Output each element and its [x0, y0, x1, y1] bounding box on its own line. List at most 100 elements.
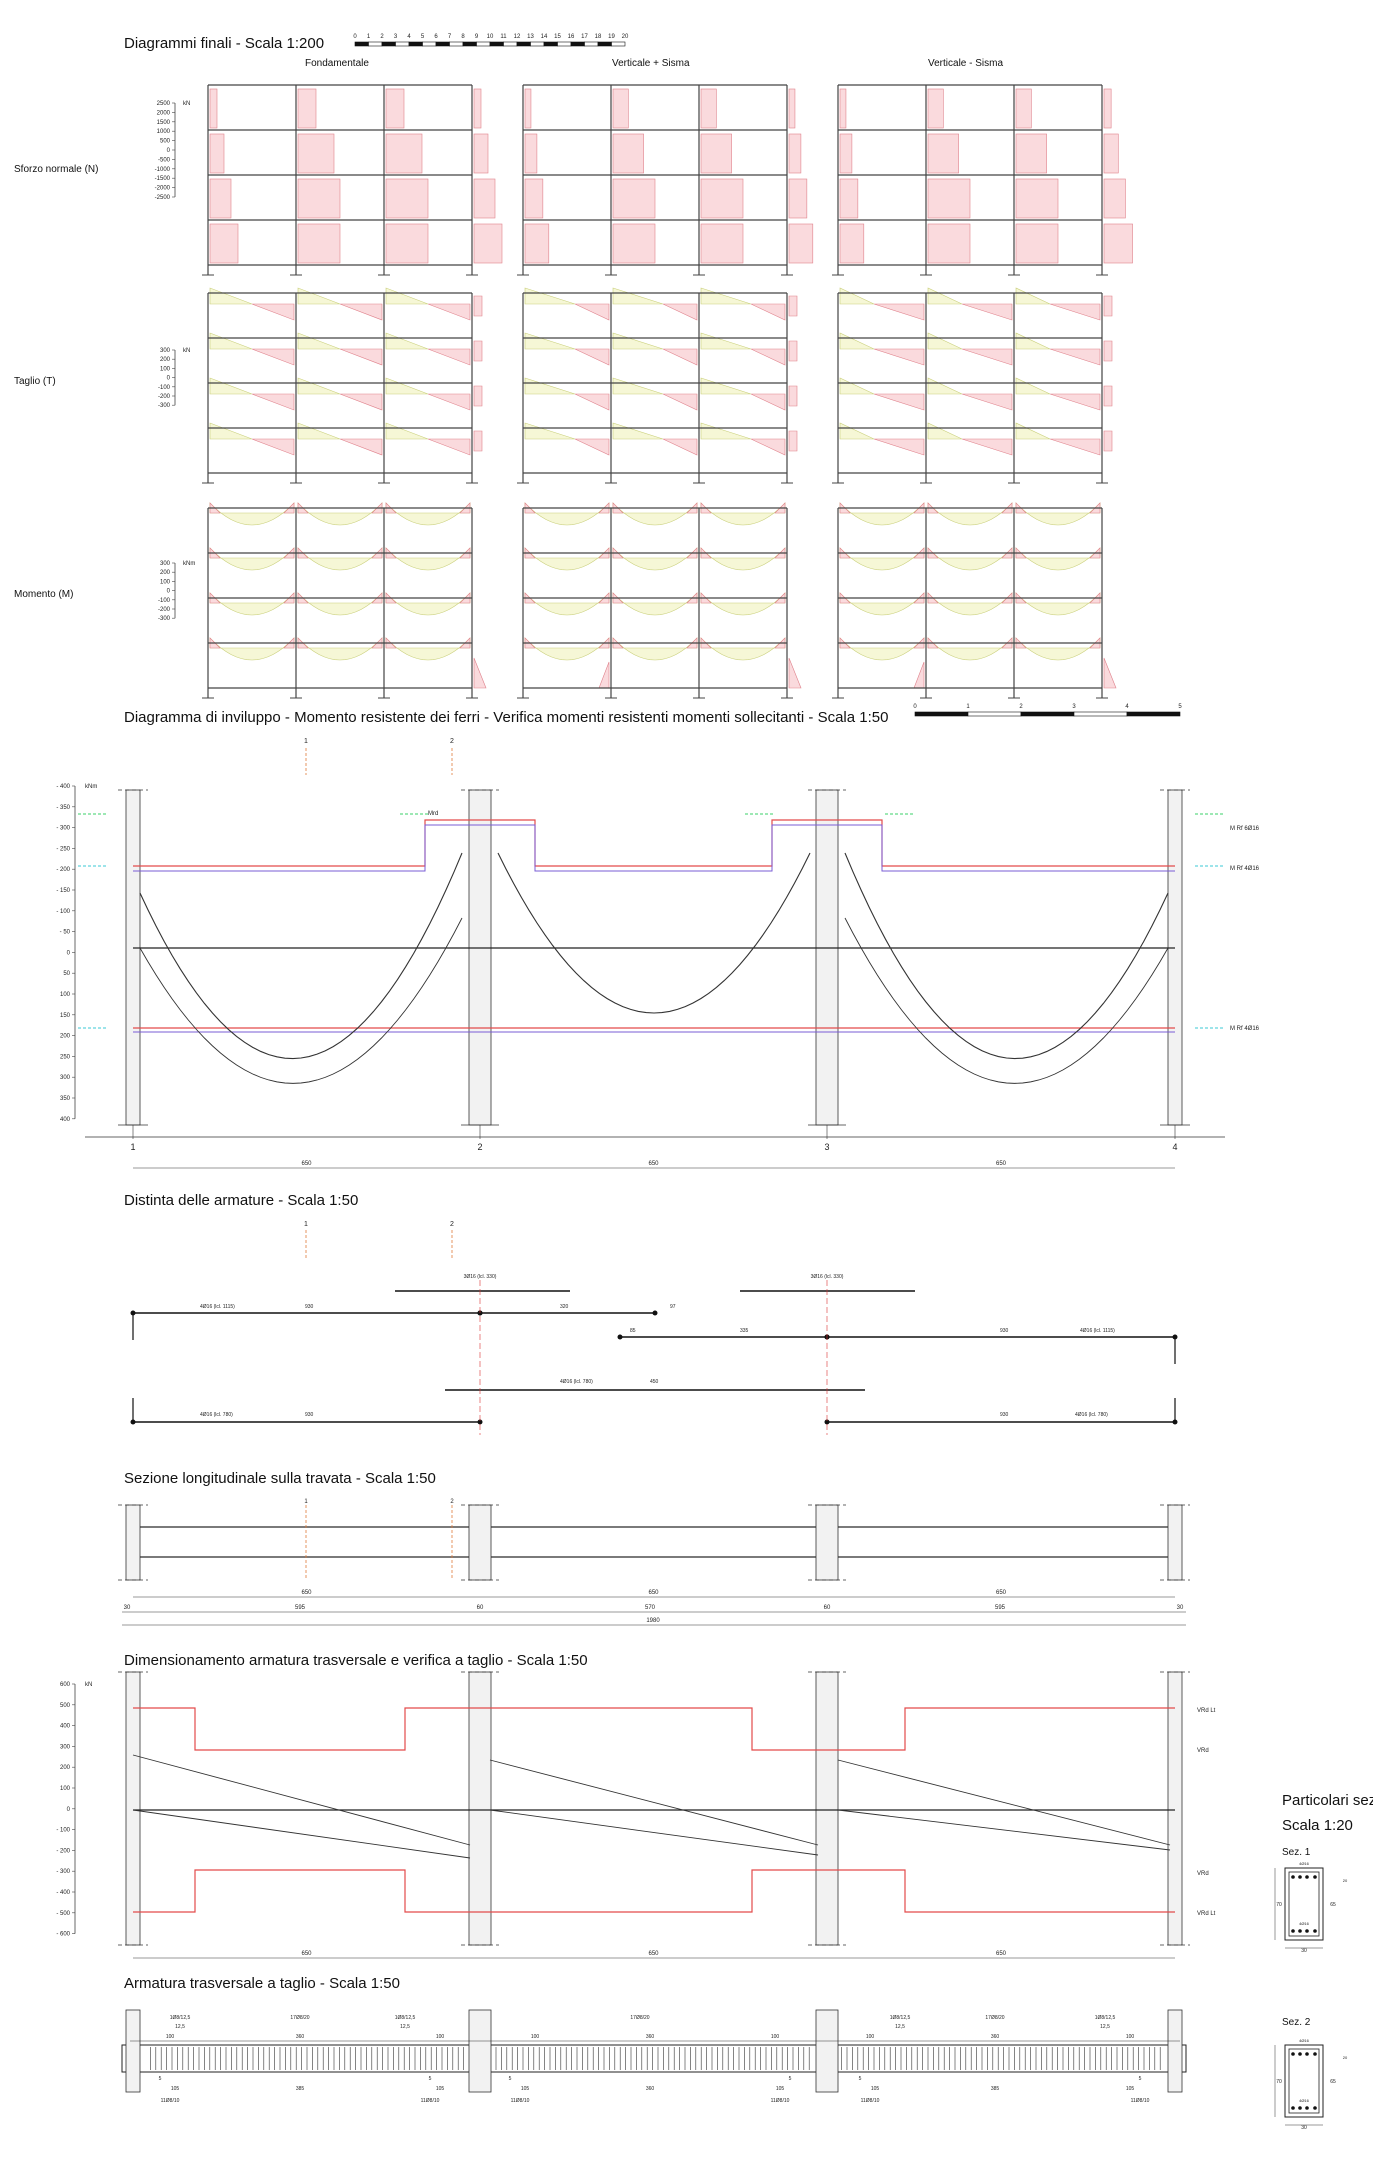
scale-200-tick-label: 12 — [514, 34, 521, 40]
section-1-effective-depth: 65 — [1330, 1902, 1336, 1908]
shear-positive-fill — [839, 287, 875, 305]
bar-label: 4Ø16 (lcl. 780) — [560, 1379, 593, 1385]
normal-force-fill — [612, 178, 656, 219]
section-mark-label: 2 — [450, 738, 454, 745]
normal-force-fill — [927, 178, 971, 219]
shear-design-axis-tick-label: 300 — [60, 1744, 71, 1750]
shear-design-column — [125, 1671, 141, 1946]
shear-negative-fill — [750, 438, 786, 456]
section-2-width: 30 — [1301, 2125, 1307, 2131]
resisting-moment-top — [133, 819, 1175, 867]
stirrup-cover: 5 — [789, 2076, 792, 2082]
column-shear-fill — [788, 340, 798, 362]
moment-fill — [700, 637, 786, 661]
envelope-support-label: 4 — [1172, 1142, 1177, 1152]
scale-200-segment — [422, 41, 437, 47]
scale-200-segment — [597, 41, 612, 47]
section-1-height: 70 — [1276, 1902, 1282, 1908]
shear-negative-fill — [339, 438, 383, 456]
shear-positive-fill — [927, 377, 963, 395]
shear-negative-fill — [662, 348, 698, 366]
shear-negative-fill — [339, 303, 383, 321]
scale-200-segment — [543, 41, 558, 47]
stirrup-spacing: 100 — [771, 2034, 780, 2040]
normal-force-fill — [385, 223, 429, 264]
envelope-title: Diagramma di inviluppo - Momento resiste… — [124, 709, 889, 726]
shear-positive-fill — [524, 377, 576, 395]
normal-force-fill — [297, 223, 341, 264]
detail-dim: 30 — [1177, 1605, 1184, 1611]
normal-force-fill — [839, 88, 847, 129]
stirrup-bottom-dim: 105 — [521, 2086, 530, 2092]
shear-positive-fill — [612, 287, 664, 305]
scale-50-segment — [967, 711, 1022, 717]
stirrup-cover: 5 — [429, 2076, 432, 2082]
scale-200-segment — [395, 41, 410, 47]
normal-force-fill — [788, 178, 808, 219]
envelope-axis-tick-label: - 50 — [60, 930, 71, 936]
shear-positive-fill — [524, 422, 576, 440]
bar-label: 97 — [670, 1304, 676, 1310]
scale-200-segment — [368, 41, 383, 47]
scale-200-tick-label: 10 — [487, 34, 494, 40]
normal-axis-tick-label: 1500 — [157, 120, 171, 126]
stirrup-label: 17Ø8/20 — [290, 2015, 309, 2021]
shear-force-line — [489, 1759, 819, 1846]
stirrup-cover: 5 — [859, 2076, 862, 2082]
envelope-axis-tick-label: 200 — [60, 1034, 71, 1040]
moment-fill — [524, 637, 610, 661]
envelope-axis-tick-label: - 400 — [56, 784, 70, 790]
scale-200-tick-label: 0 — [353, 34, 357, 40]
envelope-axis-tick-label: - 150 — [56, 888, 70, 894]
normal-force-fill — [612, 223, 656, 264]
envelope-axis-tick-label: - 250 — [56, 846, 70, 852]
scale-50-tick-label: 2 — [1019, 704, 1023, 710]
section-column — [815, 1504, 839, 1581]
normal-force-fill — [927, 88, 944, 129]
row-label-normal: Sforzo normale (N) — [14, 164, 99, 175]
normal-force-fill — [700, 223, 744, 264]
section-2-top-bar — [1291, 2052, 1295, 2056]
shear-positive-fill — [1015, 377, 1051, 395]
envelope-axis-tick-label: - 300 — [56, 826, 70, 832]
envelope-moment-curve-lower — [844, 917, 1169, 1084]
envelope-axis-tick-label: - 350 — [56, 805, 70, 811]
bar-label: 930 — [1000, 1412, 1009, 1418]
vrd-envelope-bottom — [133, 1869, 1175, 1913]
shear-negative-fill — [251, 303, 295, 321]
scale-200-tick-label: 17 — [581, 34, 588, 40]
shear-negative-fill — [1049, 303, 1101, 321]
envelope-moment-curve — [139, 852, 463, 1060]
section-1-width: 30 — [1301, 1948, 1307, 1954]
shear-positive-fill — [839, 422, 875, 440]
section-2-bottom-bar — [1305, 2106, 1309, 2110]
scale-200-tick-label: 11 — [500, 34, 507, 40]
bar-top-right-end — [617, 1334, 623, 1340]
scale-50-segment — [1126, 711, 1181, 717]
stirrup-pitch: 12,5 — [400, 2024, 410, 2030]
section-2-stirrup — [1288, 2048, 1320, 2114]
detail-dim: 570 — [645, 1605, 656, 1611]
moment-fill — [700, 592, 786, 616]
scale-200-segment — [530, 41, 545, 47]
bar-label: 4Ø16 (lcl. 780) — [1075, 1412, 1108, 1418]
envelope-axis-tick-label: - 100 — [56, 909, 70, 915]
envelope-moment-curve — [497, 852, 811, 1014]
moment-axis-tick-label: 0 — [167, 589, 171, 595]
envelope-support-label: 2 — [477, 1142, 482, 1152]
scale-200-tick-label: 1 — [367, 34, 371, 40]
scale-200-tick-label: 16 — [568, 34, 575, 40]
stirrup-pitch: 12,5 — [895, 2024, 905, 2030]
moment-fill — [927, 502, 1013, 526]
normal-force-fill — [297, 178, 341, 219]
scale-200-segment — [408, 41, 423, 47]
envelope-support-label: 1 — [130, 1142, 135, 1152]
section-1-bottom-bar — [1291, 1929, 1295, 1933]
stirrup-end-label: 11Ø8/10 — [861, 2098, 880, 2104]
normal-force-fill — [1103, 178, 1126, 219]
shear-negative-fill — [873, 438, 925, 456]
normal-axis-tick-label: 0 — [167, 148, 171, 154]
mrf-top1-label: M Rf 6Ø16 — [1230, 826, 1260, 832]
scale-200-tick-label: 9 — [475, 34, 479, 40]
envelope-column — [125, 789, 141, 1126]
